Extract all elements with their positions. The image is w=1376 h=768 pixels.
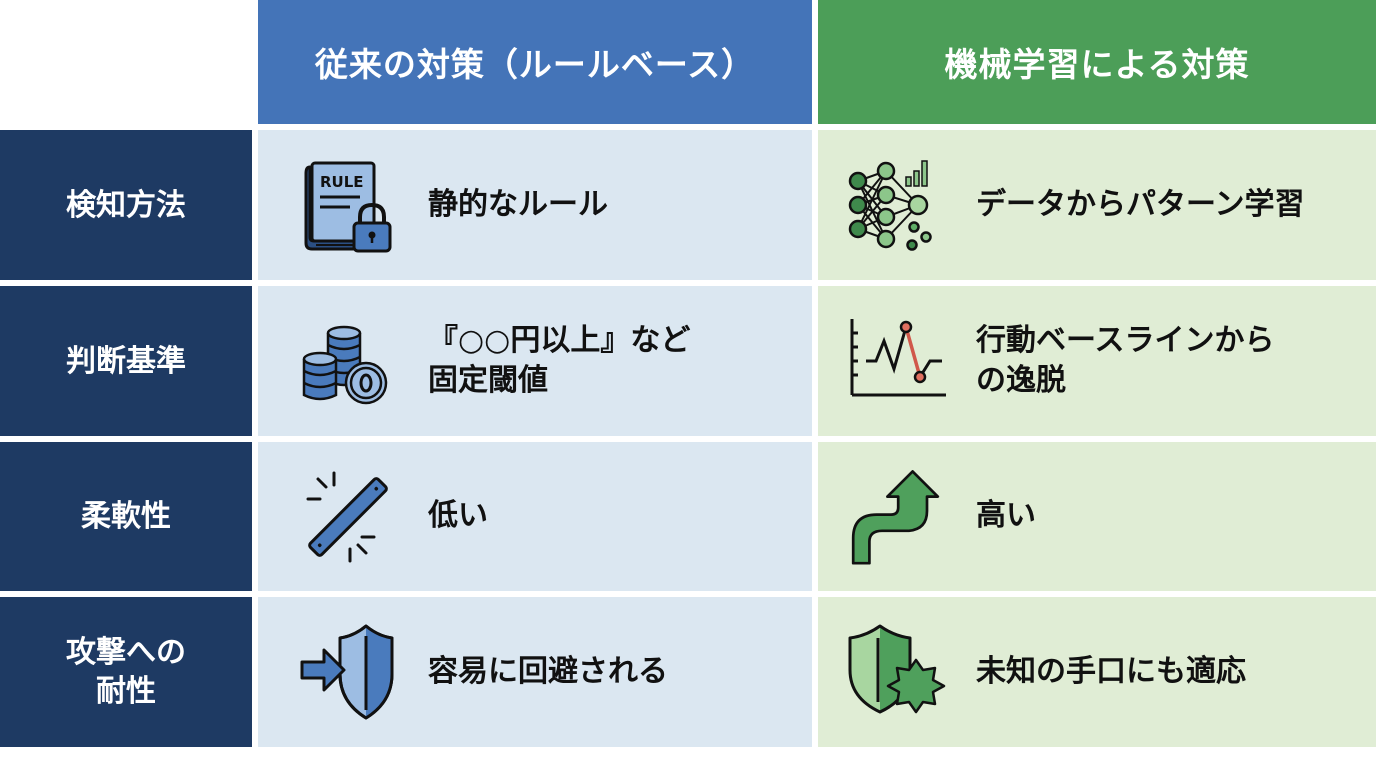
row-label-text: 検知方法: [66, 187, 186, 223]
shield-bypassed-icon: [298, 622, 398, 722]
cell-ml-criteria: 行動ベースラインから の逸脱: [818, 286, 1376, 436]
header-ml-label: 機械学習による対策: [944, 45, 1250, 84]
row-label-judgement-criteria: 判断基準: [0, 286, 252, 436]
ml-flexibility-text: 高い: [976, 498, 1036, 534]
cell-traditional-resistance: 容易に回避される: [258, 597, 812, 747]
svg-text:RULE: RULE: [320, 173, 364, 191]
neural-network-icon: [846, 155, 946, 255]
row-label-attack-resistance: 攻撃への 耐性: [0, 597, 252, 747]
cell-traditional-detection: RULE 静的なルール: [258, 130, 812, 280]
ml-detection-text: データからパターン学習: [976, 186, 1305, 222]
traditional-flexibility-text: 低い: [428, 498, 488, 534]
row-label-text: 柔軟性: [81, 499, 171, 534]
cell-traditional-criteria: 『○○円以上』など 固定閾値: [258, 286, 812, 436]
row-label-text: 攻撃への 耐性: [66, 635, 186, 709]
corner-cell: [0, 0, 252, 124]
ml-resistance-text: 未知の手口にも適応: [976, 653, 1246, 689]
rigid-bar-icon: [298, 467, 398, 567]
curved-arrow-up-icon: [846, 467, 946, 567]
cell-traditional-flexibility: 低い: [258, 442, 812, 591]
cell-ml-flexibility: 高い: [818, 442, 1376, 591]
header-ml: 機械学習による対策: [818, 0, 1376, 124]
cell-ml-detection: データからパターン学習: [818, 130, 1376, 280]
traditional-detection-text: 静的なルール: [428, 186, 608, 222]
header-traditional: 従来の対策（ルールベース）: [258, 0, 812, 124]
rule-book-lock-icon: RULE: [298, 155, 398, 255]
traditional-resistance-text: 容易に回避される: [428, 653, 668, 689]
cell-ml-resistance: 未知の手口にも適応: [818, 597, 1376, 747]
traditional-criteria-text: 『○○円以上』など 固定閾値: [428, 322, 691, 399]
row-label-detection-method: 検知方法: [0, 130, 252, 280]
header-traditional-label: 従来の対策（ルールベース）: [314, 45, 756, 84]
row-label-text: 判断基準: [66, 343, 186, 379]
baseline-deviation-chart-icon: [846, 311, 946, 411]
shield-adaptive-icon: [846, 622, 946, 722]
row-label-flexibility: 柔軟性: [0, 442, 252, 591]
coin-stack-icon: [298, 311, 398, 411]
ml-criteria-text: 行動ベースラインから の逸脱: [976, 322, 1275, 399]
